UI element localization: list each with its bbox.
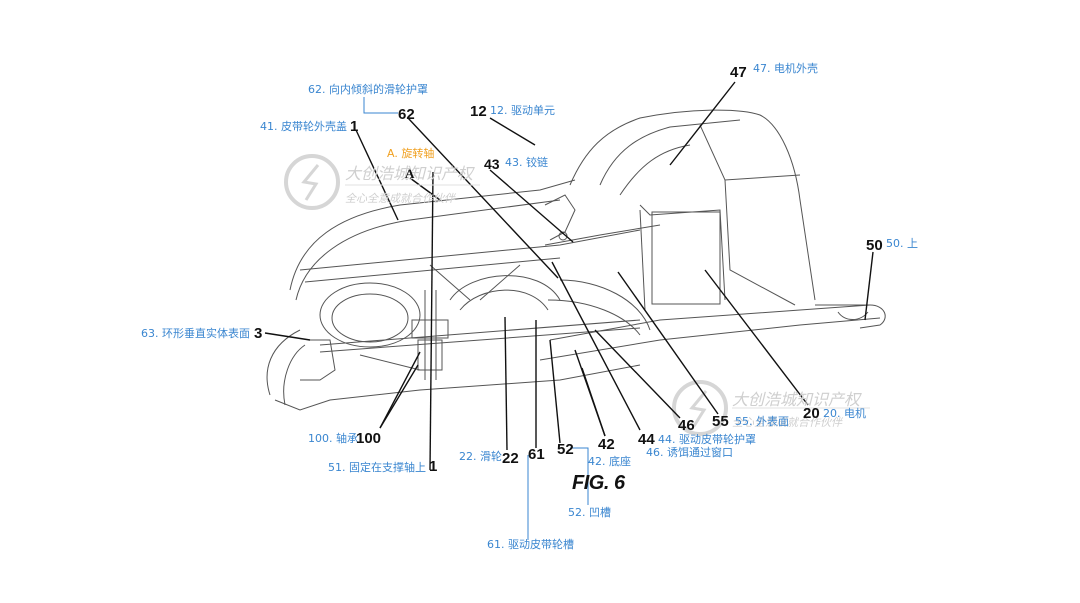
callout-label-41: 41. 皮带轮外壳盖 xyxy=(260,120,347,133)
callout-number-47: 47 xyxy=(730,64,747,81)
callout-label-12: 12. 驱动单元 xyxy=(490,104,555,117)
callout-number-62: 62 xyxy=(398,106,415,123)
callout-label-axis-a: A. 旋转轴 xyxy=(387,147,435,160)
callout-label-63: 63. 环形垂直实体表面 xyxy=(141,327,250,340)
callout-label-46: 46. 诱饵通过窗口 xyxy=(646,446,733,459)
callout-number-52: 52 xyxy=(557,441,574,458)
callout-label-44: 44. 驱动皮带轮护罩 xyxy=(658,433,756,446)
callout-number-43: 43 xyxy=(484,156,500,172)
watermark-rule xyxy=(345,184,870,409)
figure-title: FIG. 6 xyxy=(572,472,625,494)
callout-number-12: 12 xyxy=(470,103,487,120)
callout-label-50: 50. 上 xyxy=(886,237,918,250)
callout-label-55: 55. 外表面 xyxy=(735,415,789,428)
callout-number-61: 61 xyxy=(528,446,545,463)
callout-number-42: 42 xyxy=(598,436,615,453)
watermark-logo-icon xyxy=(284,154,728,436)
callout-label-22: 22. 滑轮 xyxy=(459,450,502,463)
callout-label-20: 20. 电机 xyxy=(823,407,866,420)
watermark-text: 大创浩城知识产权 xyxy=(732,390,861,409)
label-connectors xyxy=(363,97,589,540)
callout-number-50: 50 xyxy=(866,237,883,254)
callout-number-22: 22 xyxy=(502,450,519,467)
callout-label-47: 47. 电机外壳 xyxy=(753,62,818,75)
callout-label-61: 61. 驱动皮带轮槽 xyxy=(487,538,574,551)
callout-label-42: 42. 底座 xyxy=(588,455,631,468)
watermark-subtext: 全心全意成就合作伙伴 xyxy=(345,192,455,205)
callout-label-43: 43. 铰链 xyxy=(505,156,548,169)
callout-number-46: 46 xyxy=(678,417,695,434)
callout-number-100: 100 xyxy=(356,430,382,447)
callout-number-63: 3 xyxy=(254,325,263,342)
leader-lines xyxy=(264,81,874,471)
callout-number-20: 20 xyxy=(803,405,820,422)
callout-label-52: 52. 凹槽 xyxy=(568,506,611,519)
watermark-subtext: 全心全意成就合作伙伴 xyxy=(732,416,842,429)
callout-number-55: 55 xyxy=(712,413,729,430)
watermark-text: 大创浩城知识产权 xyxy=(345,164,474,183)
callout-label-62: 62. 向内倾斜的滑轮护罩 xyxy=(308,83,428,96)
callout-label-100: 100. 轴承 xyxy=(308,432,358,445)
callout-number-51: 1 xyxy=(429,458,438,475)
callout-label-51: 51. 固定在支撑轴上 xyxy=(328,461,426,474)
callout-number-41: 1 xyxy=(350,118,359,135)
callout-number-44: 44 xyxy=(638,431,655,448)
trap-housing-outline xyxy=(266,109,886,411)
callout-number-axis-a: A xyxy=(405,166,415,181)
